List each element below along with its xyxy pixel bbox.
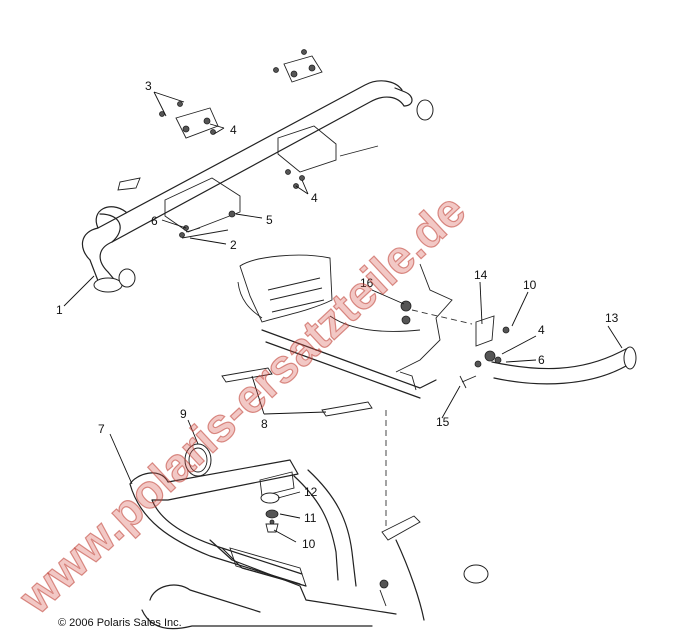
watermark-text: www.polaris-ersatzteile.de: [8, 183, 475, 624]
callout-10-upper: 10: [523, 278, 537, 292]
callout-12: 12: [304, 485, 318, 499]
front-bumper-bar: [81, 80, 434, 293]
callout-10-lower: 10: [302, 537, 316, 551]
leader-lines: [63, 91, 623, 543]
callout-1: 1: [56, 303, 63, 317]
callout-8: 8: [261, 417, 268, 431]
nerf-bar: [129, 410, 489, 630]
callout-2: 2: [230, 238, 237, 252]
callout-5: 5: [266, 213, 273, 227]
callout-14: 14: [474, 268, 488, 282]
callout-7: 7: [98, 422, 105, 436]
callout-6-right: 6: [538, 353, 545, 367]
callout-16: 16: [360, 276, 374, 290]
callout-4-upper: 4: [230, 123, 237, 137]
fastener-parts: [184, 443, 280, 533]
callout-11: 11: [304, 511, 317, 525]
chassis-section: [221, 254, 453, 417]
callout-labels: 1 2 3 4 4 4 5 6 6 7 8 9 10 10 11 12 13 1…: [56, 79, 619, 551]
callout-15: 15: [436, 415, 450, 429]
side-tube-assembly: [400, 300, 637, 389]
mounting-hardware: [159, 49, 379, 239]
callout-6-left: 6: [151, 214, 158, 228]
callout-3: 3: [145, 79, 152, 93]
copyright-text: © 2006 Polaris Sales Inc.: [58, 617, 182, 629]
callout-4-middle: 4: [311, 191, 318, 205]
callout-4-right: 4: [538, 323, 545, 337]
callout-13: 13: [605, 311, 619, 325]
callout-9: 9: [180, 407, 187, 421]
